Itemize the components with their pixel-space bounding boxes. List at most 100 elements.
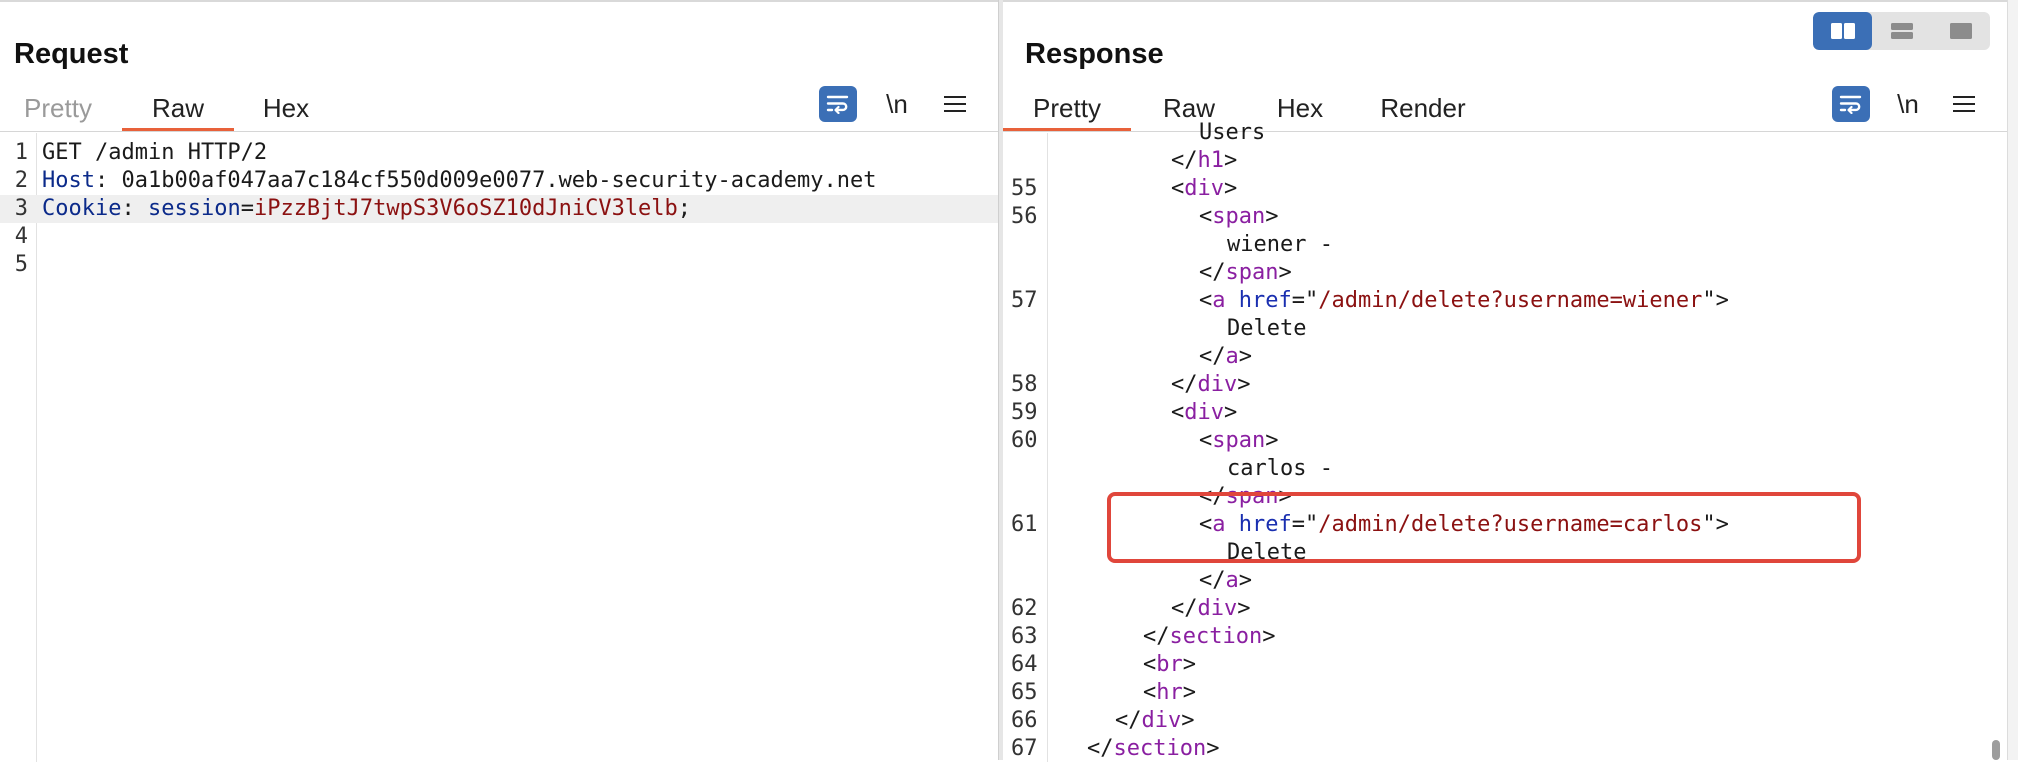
request-code-line[interactable]: 5: [0, 251, 998, 279]
layout-single-button[interactable]: [1931, 12, 1990, 50]
response-code-line[interactable]: 63</section>: [1003, 623, 2007, 651]
line-number: 2: [14, 168, 28, 193]
code-token: <: [1199, 428, 1213, 453]
code-token: span: [1212, 204, 1266, 229]
code-token: a: [1225, 344, 1239, 369]
response-title: Response: [1025, 38, 1164, 70]
response-menu-button[interactable]: [1945, 86, 1983, 122]
line-number: 61: [1011, 512, 1038, 537]
tab-response-pretty[interactable]: Pretty: [1003, 86, 1131, 132]
code-token: <: [1171, 176, 1185, 201]
line-number: 58: [1011, 372, 1038, 397]
code-token: >: [1182, 680, 1196, 705]
response-code-line[interactable]: wiener -: [1003, 231, 2007, 259]
code-text: Cookie: session=iPzzBjtJ7twpS3V6oSZ10dJn…: [42, 195, 691, 223]
line-number: 3: [14, 196, 28, 221]
code-token: >: [1182, 652, 1196, 677]
layout-split-horizontal-button[interactable]: [1872, 12, 1931, 50]
response-code-line[interactable]: </h1>: [1003, 147, 2007, 175]
request-wrap-button[interactable]: [819, 86, 857, 122]
tab-request-raw[interactable]: Raw: [122, 86, 234, 132]
response-line-gutter: [1003, 133, 1048, 762]
request-code-line[interactable]: 3 Cookie: session=iPzzBjtJ7twpS3V6oSZ10dJ…: [0, 195, 998, 223]
request-code-line[interactable]: 4: [0, 223, 998, 251]
response-code-line[interactable]: 56 <span>: [1003, 203, 2007, 231]
code-token: span: [1225, 260, 1279, 285]
response-code-line[interactable]: 60<span>: [1003, 427, 2007, 455]
code-token: Users: [1199, 120, 1266, 145]
tab-response-hex[interactable]: Hex: [1276, 93, 1324, 123]
line-number: 64: [1011, 652, 1038, 677]
code-token: [1226, 288, 1239, 313]
request-newline-toggle[interactable]: \n: [886, 88, 908, 119]
response-code-line[interactable]: 55<div>: [1003, 175, 2007, 203]
code-token: >: [1224, 400, 1238, 425]
response-code-line[interactable]: Delete: [1003, 315, 2007, 343]
request-code-line[interactable]: 2 Host: 0a1b00af047aa7c184cf550d009e0077.…: [0, 167, 998, 195]
code-token: </: [1115, 708, 1142, 733]
tab-request-hex[interactable]: Hex: [262, 93, 310, 123]
response-code-line[interactable]: 66</div>: [1003, 707, 2007, 735]
code-text: <span>: [1059, 427, 1278, 455]
code-token: >: [1181, 708, 1195, 733]
request-line-gutter: [0, 133, 37, 762]
code-token: span: [1212, 428, 1266, 453]
code-token: href: [1238, 512, 1292, 537]
code-token: </: [1143, 624, 1170, 649]
line-number: 4: [14, 224, 28, 249]
code-token: div: [1184, 400, 1224, 425]
code-text: <a href="/admin/delete?username=carlos">: [1059, 511, 1729, 539]
response-code-line[interactable]: 67</section>: [1003, 735, 2007, 762]
code-token: </: [1199, 484, 1226, 509]
tab-response-render[interactable]: Render: [1380, 93, 1466, 123]
response-code-line[interactable]: </span>: [1003, 483, 2007, 511]
response-scrollbar-thumb[interactable]: [1992, 740, 2000, 760]
response-code-line[interactable]: 62</div>: [1003, 595, 2007, 623]
code-token: </: [1199, 344, 1226, 369]
response-code-line[interactable]: carlos -: [1003, 455, 2007, 483]
code-token: >: [1237, 596, 1251, 621]
line-number: 56: [1011, 204, 1038, 229]
code-text: </a>: [1059, 343, 1252, 371]
code-token: >: [1278, 260, 1292, 285]
response-wrap-button[interactable]: [1832, 86, 1870, 122]
response-code-line[interactable]: Users: [1003, 119, 2007, 147]
code-token: br: [1156, 652, 1183, 677]
word-wrap-icon: [1839, 95, 1862, 114]
response-code-line[interactable]: Delete: [1003, 539, 2007, 567]
hamburger-menu-icon: [1953, 96, 1975, 112]
response-code-line[interactable]: </a>: [1003, 567, 2007, 595]
response-pane: Response Pretty Raw Hex Render \n Users<…: [1003, 0, 2007, 762]
code-token: <: [1199, 512, 1213, 537]
response-code-line[interactable]: 57<a href="/admin/delete?username=wiener…: [1003, 287, 2007, 315]
code-text: <div>: [1059, 399, 1237, 427]
response-code-line[interactable]: 64<br>: [1003, 651, 2007, 679]
code-token: Delete: [1227, 540, 1307, 565]
code-token: <: [1171, 400, 1185, 425]
response-code-line[interactable]: </a>: [1003, 343, 2007, 371]
response-code-line[interactable]: </span>: [1003, 259, 2007, 287]
code-text: Host: 0a1b00af047aa7c184cf550d009e0077.w…: [42, 167, 876, 195]
response-code-line[interactable]: 65<hr>: [1003, 679, 2007, 707]
line-number: 63: [1011, 624, 1038, 649]
code-token: :: [121, 196, 148, 221]
response-editor[interactable]: Users</h1>55<div>56<span>wiener -</span>…: [1003, 120, 2007, 762]
tab-request-pretty[interactable]: Pretty: [24, 93, 92, 123]
code-token: Host: [42, 168, 95, 193]
response-code-line[interactable]: 61 <a href="/admin/delete?username=carlos…: [1003, 511, 2007, 539]
code-token: </: [1199, 260, 1226, 285]
code-text: <span>: [1059, 203, 1278, 231]
layout-split-vertical-button[interactable]: [1813, 12, 1872, 50]
response-newline-toggle[interactable]: \n: [1897, 88, 1919, 119]
response-code-line[interactable]: 58</div>: [1003, 371, 2007, 399]
code-token: ">: [1702, 288, 1729, 313]
pane-divider[interactable]: [998, 0, 1003, 760]
response-code-line[interactable]: 59<div>: [1003, 399, 2007, 427]
code-token: ;: [677, 196, 692, 221]
request-menu-button[interactable]: [936, 86, 974, 122]
code-token: </: [1171, 372, 1198, 397]
code-token: : 0a1b00af047aa7c184cf550d009e0077.web-s…: [94, 168, 877, 193]
tab-response-raw[interactable]: Raw: [1162, 93, 1215, 123]
